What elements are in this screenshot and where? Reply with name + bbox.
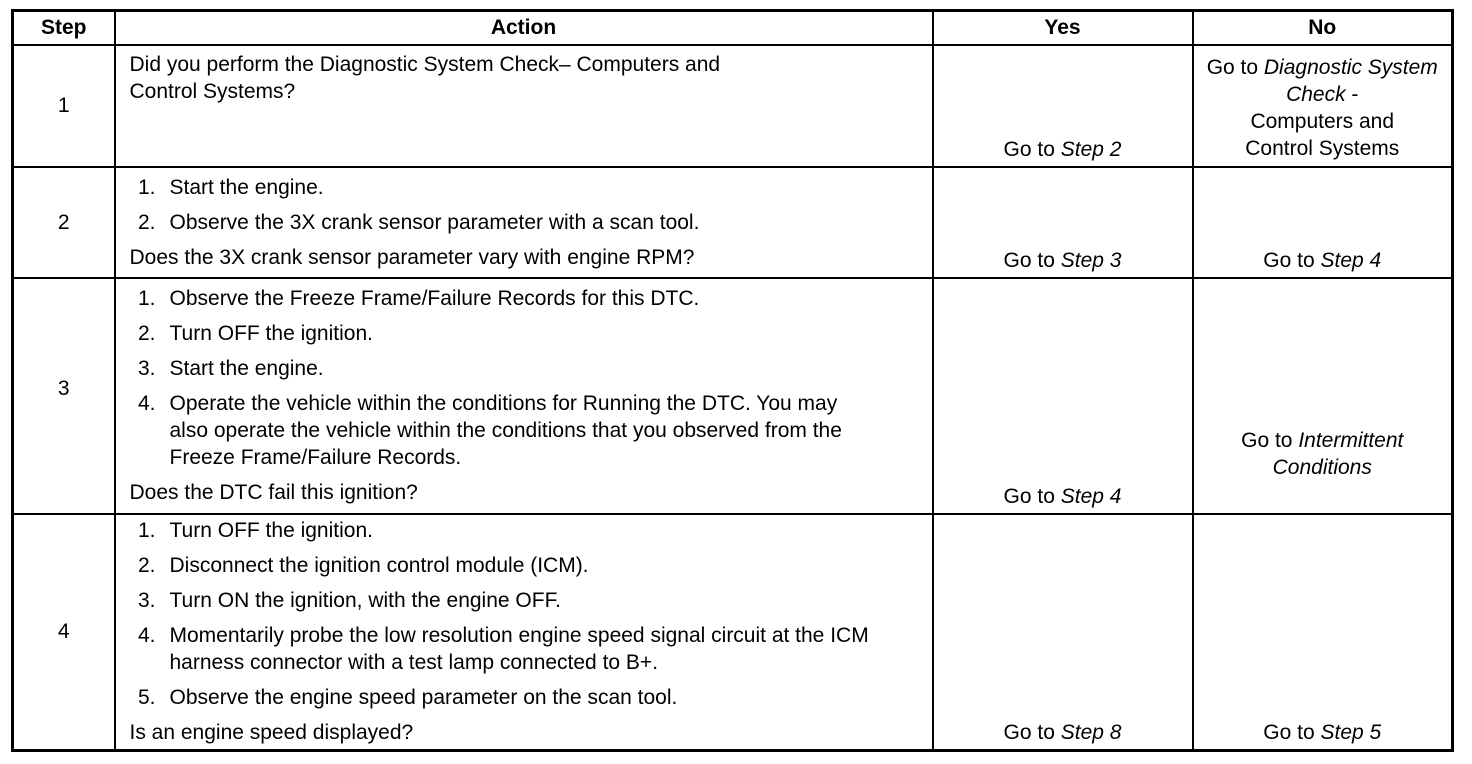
no-cell: Go to Intermittent Conditions: [1191, 277, 1454, 515]
table-row: 1 Did you perform the Diagnostic System …: [11, 44, 1454, 168]
step-link[interactable]: Step 3: [1060, 249, 1122, 272]
diagnostic-table: Step Action Yes No 1 Did you perform the…: [11, 9, 1454, 752]
table-row: 4 1.Turn OFF the ignition. 2.Disconnect …: [11, 513, 1454, 751]
header-step: Step: [11, 9, 116, 46]
table-row: 2 1.Start the engine. 2.Observe the 3X c…: [11, 166, 1454, 279]
header-action: Action: [113, 9, 934, 46]
yes-cell: Go to Step 8: [931, 513, 1194, 751]
action-cell: 1.Observe the Freeze Frame/Failure Recor…: [113, 277, 934, 515]
list-item: 2.Observe the 3X crank sensor parameter …: [137, 211, 700, 234]
question-text: Did you perform the Diagnostic System Ch…: [129, 53, 721, 103]
yes-cell: Go to Step 2: [931, 44, 1194, 168]
list-item: 1.Observe the Freeze Frame/Failure Recor…: [137, 287, 700, 310]
table-row: 3 1.Observe the Freeze Frame/Failure Rec…: [11, 277, 1454, 515]
question-text: Is an engine speed displayed?: [129, 721, 414, 744]
step-link[interactable]: Step 2: [1060, 138, 1122, 161]
diagnostic-link[interactable]: Diagnostic System Check: [1263, 56, 1438, 106]
list-item: 2.Disconnect the ignition control module…: [137, 554, 589, 577]
instruction-list: 1.Observe the Freeze Frame/Failure Recor…: [130, 285, 918, 471]
question-text: Does the 3X crank sensor parameter vary …: [129, 246, 695, 269]
yes-cell: Go to Step 3: [931, 166, 1194, 279]
list-item: 1.Start the engine.: [137, 176, 324, 199]
no-cell: Go to Step 4: [1191, 166, 1454, 279]
header-row: Step Action Yes No: [11, 9, 1454, 46]
no-cell: Go to Step 5: [1191, 513, 1454, 751]
intermittent-link[interactable]: Intermittent Conditions: [1272, 429, 1404, 479]
instruction-list: 1.Turn OFF the ignition. 2.Disconnect th…: [130, 517, 918, 711]
question-text: Does the DTC fail this ignition?: [129, 481, 418, 504]
header-no: No: [1191, 9, 1454, 46]
action-cell: 1.Turn OFF the ignition. 2.Disconnect th…: [113, 513, 934, 751]
list-item: 4.Momentarily probe the low resolution e…: [137, 624, 869, 674]
header-yes: Yes: [931, 9, 1194, 46]
list-item: 1.Turn OFF the ignition.: [137, 519, 373, 542]
action-cell: 1.Start the engine. 2.Observe the 3X cra…: [113, 166, 934, 279]
step-number: 2: [11, 166, 116, 279]
list-item: 5.Observe the engine speed parameter on …: [137, 686, 678, 709]
yes-cell: Go to Step 4: [931, 277, 1194, 515]
step-number: 1: [11, 44, 116, 168]
list-item: 2.Turn OFF the ignition.: [137, 322, 373, 345]
step-link[interactable]: Step 8: [1060, 720, 1122, 744]
step-number: 4: [11, 513, 116, 751]
step-link[interactable]: Step 4: [1060, 485, 1122, 508]
list-item: 3.Start the engine.: [137, 357, 324, 380]
step-number: 3: [11, 277, 116, 515]
no-cell: Go to Diagnostic System Check - Computer…: [1191, 44, 1454, 168]
instruction-list: 1.Start the engine. 2.Observe the 3X cra…: [130, 174, 918, 236]
step-link[interactable]: Step 4: [1320, 249, 1382, 272]
list-item: 4.Operate the vehicle within the conditi…: [137, 392, 842, 469]
action-cell: Did you perform the Diagnostic System Ch…: [113, 44, 934, 168]
list-item: 3.Turn ON the ignition, with the engine …: [137, 589, 561, 612]
step-link[interactable]: Step 5: [1320, 720, 1382, 744]
